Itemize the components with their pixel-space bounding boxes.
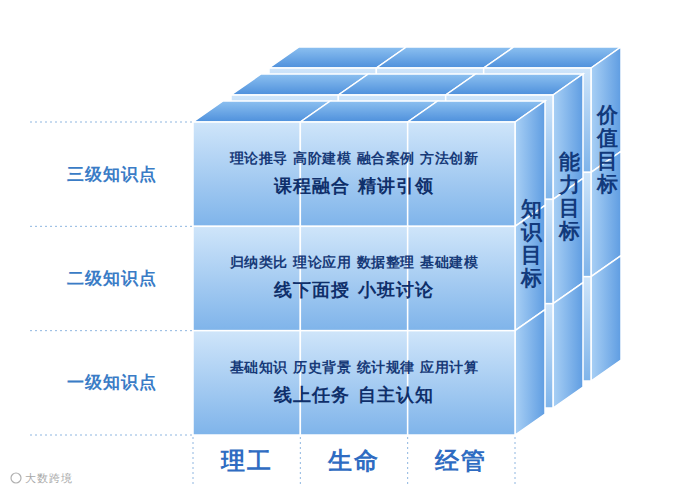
dotted-line	[30, 122, 193, 123]
dotted-line	[30, 330, 193, 331]
front-face	[193, 331, 300, 435]
front-face	[193, 226, 300, 330]
goal-label: 能力目标	[559, 151, 580, 279]
cube-slab	[193, 101, 545, 435]
goal-label: 知识目标	[521, 198, 542, 326]
front-face	[408, 226, 515, 330]
goal-face: 知识目标	[519, 198, 543, 326]
level-band: 基础知识 历史背景 统计规律 应用计算线上任务 自主认知	[193, 331, 515, 435]
dotted-line	[407, 437, 408, 484]
dotted-line	[300, 437, 301, 484]
teaching-mode: 线下面授 小班讨论	[274, 278, 433, 302]
dotted-line	[30, 435, 193, 436]
front-face	[408, 331, 515, 435]
discipline-label: 经管	[435, 445, 487, 477]
knowledge-items: 归纳类比 理论应用 数据整理 基础建模	[230, 254, 478, 272]
cube-blocks	[193, 47, 621, 435]
level-label: 一级知识点	[64, 371, 160, 394]
teaching-mode: 课程融合 精讲引领	[274, 174, 433, 198]
knowledge-items: 基础知识 历史背景 统计规律 应用计算	[230, 359, 478, 377]
teaching-mode: 线上任务 自主认知	[274, 383, 433, 407]
side-face	[515, 310, 545, 435]
level-label: 二级知识点	[64, 267, 160, 290]
level-band: 理论推导 高阶建模 融合案例 方法创新课程融合 精讲引领	[193, 122, 515, 226]
side-face	[591, 256, 621, 381]
goal-face: 能力目标	[557, 151, 581, 279]
watermark-icon	[11, 473, 21, 483]
discipline-label: 生命	[328, 445, 380, 477]
discipline-label: 理工	[221, 445, 273, 477]
level-label: 三级知识点	[64, 163, 160, 186]
front-face	[408, 122, 515, 226]
dotted-line	[30, 226, 193, 227]
dotted-line	[515, 437, 516, 484]
front-face	[300, 122, 407, 226]
side-face	[553, 283, 583, 408]
level-band: 归纳类比 理论应用 数据整理 基础建模线下面授 小班讨论	[193, 226, 515, 330]
front-face	[193, 122, 300, 226]
guide-lines	[30, 122, 515, 484]
front-face	[300, 331, 407, 435]
goal-label: 价值目标	[597, 104, 618, 232]
knowledge-items: 理论推导 高阶建模 融合案例 方法创新	[230, 150, 478, 168]
dotted-line	[193, 437, 194, 484]
watermark: 大数跨境	[25, 471, 73, 486]
front-face	[300, 226, 407, 330]
goal-face: 价值目标	[595, 104, 619, 232]
